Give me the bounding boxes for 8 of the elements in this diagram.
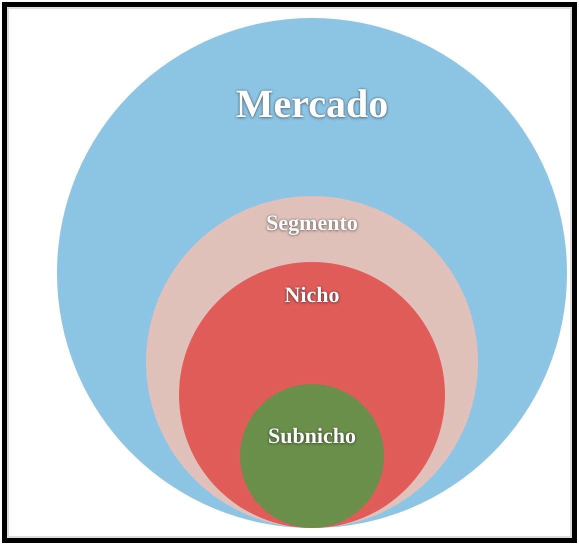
subniche-circle: [240, 384, 384, 528]
niche-circle: [179, 262, 445, 528]
market-circle: [57, 18, 567, 528]
niche-label: Nicho: [284, 282, 340, 308]
subniche-label: Subnicho: [266, 423, 358, 449]
segment-label: Segmento: [265, 210, 359, 236]
segment-circle: [146, 196, 478, 528]
market-label: Mercado: [234, 80, 390, 127]
